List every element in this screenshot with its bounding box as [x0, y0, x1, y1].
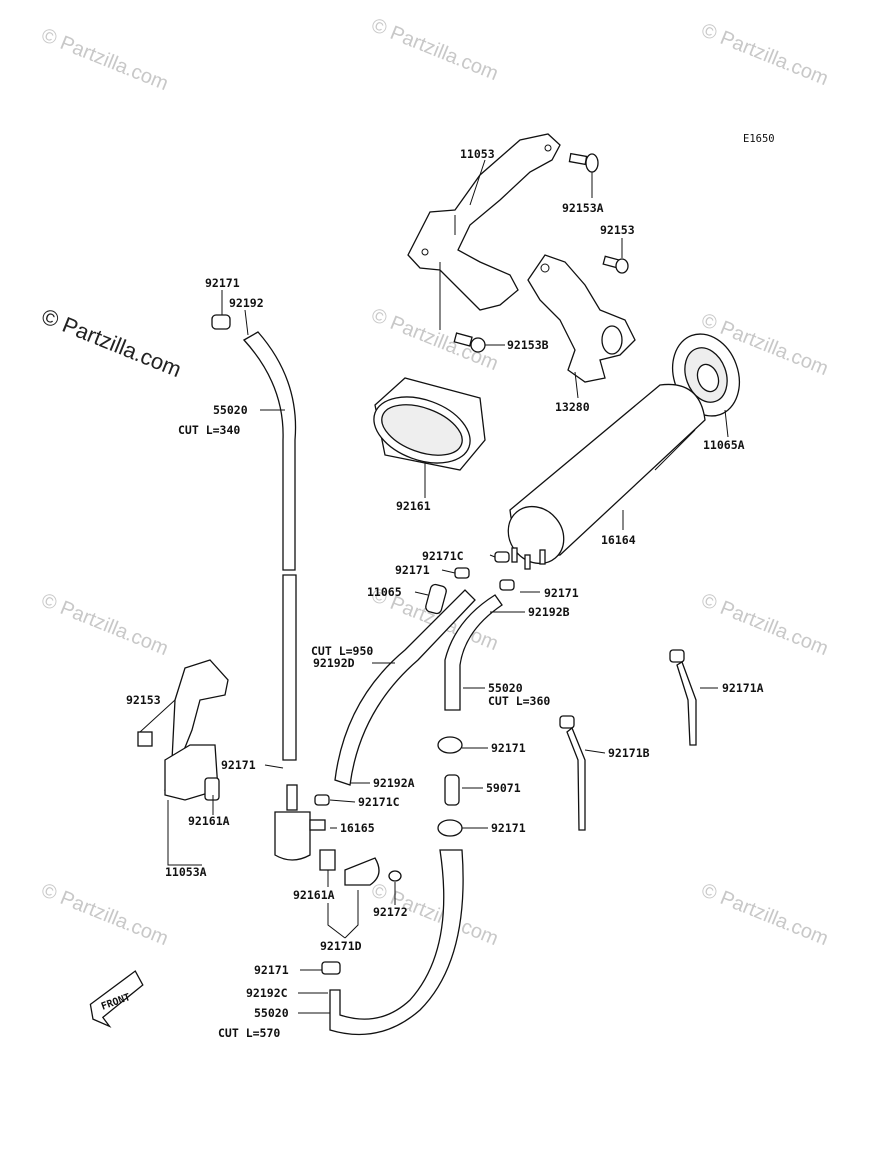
label-92153-left: 92153	[126, 693, 161, 707]
bolt-92153-top	[602, 255, 629, 274]
watermark: © Partzilla.com	[368, 14, 501, 85]
hose-92192D	[334, 589, 476, 786]
label-92171-b: 92171	[395, 563, 430, 577]
clamp-set-bottom	[319, 849, 402, 886]
label-11053: 11053	[460, 147, 495, 161]
hose-92192-long	[242, 331, 297, 761]
label-59071: 59071	[486, 781, 521, 795]
label-cut570: CUT L=570	[218, 1026, 280, 1040]
label-92192D: 92192D	[313, 656, 355, 670]
label-92171-c: 92171	[544, 586, 579, 600]
label-92153B: 92153B	[507, 338, 549, 352]
label-cut360: CUT L=360	[488, 694, 550, 708]
label-92171C-a: 92171C	[422, 549, 464, 563]
label-92171B: 92171B	[608, 746, 650, 760]
label-11065: 11065	[367, 585, 402, 599]
sleeve-92161	[373, 377, 486, 471]
label-55020-c: 55020	[254, 1006, 289, 1020]
label-92161: 92161	[396, 499, 431, 513]
label-92192-top: 92192	[229, 296, 264, 310]
label-92171C-b: 92171C	[358, 795, 400, 809]
watermark: © Partzilla.com	[698, 879, 831, 950]
diagram-code: E1650	[743, 133, 775, 145]
label-16164: 16164	[601, 533, 636, 547]
label-92192C: 92192C	[246, 986, 288, 1000]
label-92171-d: 92171	[221, 758, 256, 772]
label-cut340: CUT L=340	[178, 423, 240, 437]
clamps-right	[437, 736, 463, 837]
label-11053A: 11053A	[165, 865, 207, 879]
label-92153A: 92153A	[562, 201, 604, 215]
part-labels: 11053 92153A 92153 92153B 13280 11065A 9…	[126, 147, 764, 1040]
hose-55020-bottom	[321, 849, 464, 1036]
label-55020-b: 55020	[488, 681, 523, 695]
watermark: © Partzilla.com	[38, 879, 171, 950]
bracket-11053	[407, 133, 561, 330]
watermark: © Partzilla.com	[38, 24, 171, 95]
watermark: © Partzilla.com	[698, 19, 831, 90]
clamps-canister	[454, 551, 515, 591]
bolt-92153B	[453, 332, 486, 353]
label-92171-top: 92171	[205, 276, 240, 290]
label-92171-e: 92171	[491, 741, 526, 755]
leader-lines	[139, 159, 729, 1014]
canister-16164	[507, 383, 706, 570]
bracket-11053A	[137, 659, 229, 801]
label-cut950: CUT L=950	[311, 644, 373, 658]
clamp-92171-top	[211, 314, 231, 330]
label-16165: 16165	[340, 821, 375, 835]
label-92171D: 92171D	[320, 939, 362, 953]
watermark: © Partzilla.com	[698, 589, 831, 660]
cable-tie-92171A	[669, 649, 697, 746]
label-92171A: 92171A	[722, 681, 764, 695]
front-arrow: FRONT	[89, 970, 144, 1028]
hose-92192B	[444, 594, 503, 711]
watermarks: © Partzilla.com © Partzilla.com © Partzi…	[38, 14, 831, 950]
bracket-13280	[527, 254, 636, 383]
label-92192B: 92192B	[528, 605, 570, 619]
label-92161A-a: 92161A	[188, 814, 230, 828]
filter-16165	[274, 784, 330, 861]
cap-11065	[425, 583, 447, 615]
label-55020-a: 55020	[213, 403, 248, 417]
bolt-92153A	[568, 152, 599, 173]
label-92171-f: 92171	[491, 821, 526, 835]
label-92161A-b: 92161A	[293, 888, 335, 902]
label-92172: 92172	[373, 905, 408, 919]
label-92192A: 92192A	[373, 776, 415, 790]
cable-tie-92171B	[559, 715, 586, 831]
watermark-large: © Partzilla.com	[38, 303, 185, 382]
watermark: © Partzilla.com	[38, 589, 171, 660]
label-92153-top: 92153	[600, 223, 635, 237]
label-13280: 13280	[555, 400, 590, 414]
label-11065A: 11065A	[703, 438, 745, 452]
label-92171-g: 92171	[254, 963, 289, 977]
